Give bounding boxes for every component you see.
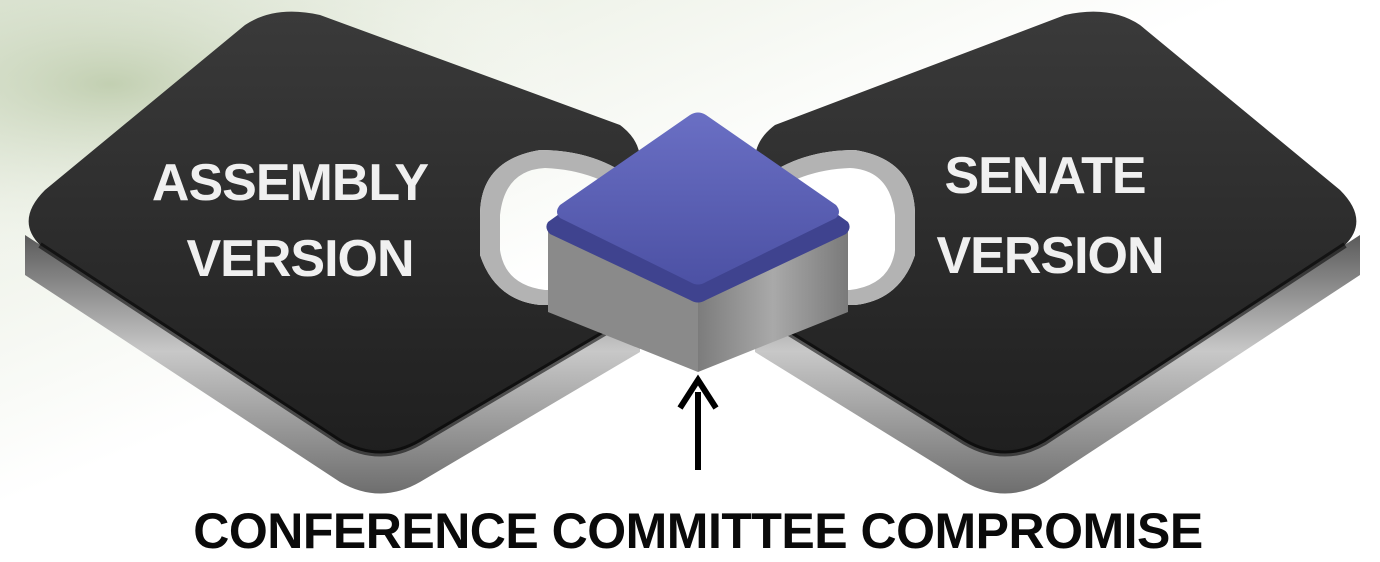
center-block-right-side xyxy=(698,230,848,372)
caption-text: CONFERENCE COMMITTEE COMPROMISE xyxy=(193,503,1203,559)
senate-block-edge xyxy=(753,242,1347,457)
senate-block-top xyxy=(755,11,1357,454)
assembly-block-side xyxy=(25,235,640,494)
senate-version-block: SENATE VERSION xyxy=(753,11,1360,494)
center-block-top xyxy=(557,112,839,285)
compromise-center-block xyxy=(546,112,850,372)
assembly-block-top xyxy=(28,11,641,454)
center-block-left-side xyxy=(548,230,698,372)
up-arrow-icon xyxy=(677,374,719,470)
assembly-block-edge xyxy=(38,242,642,457)
assembly-version-block: ASSEMBLY VERSION xyxy=(25,11,642,494)
senate-block-side xyxy=(755,235,1360,494)
assembly-label-line1: ASSEMBLY xyxy=(152,154,428,212)
senate-label-line2: VERSION xyxy=(936,227,1163,285)
assembly-label-line2: VERSION xyxy=(186,230,413,288)
senate-label-line1: SENATE xyxy=(944,147,1145,205)
